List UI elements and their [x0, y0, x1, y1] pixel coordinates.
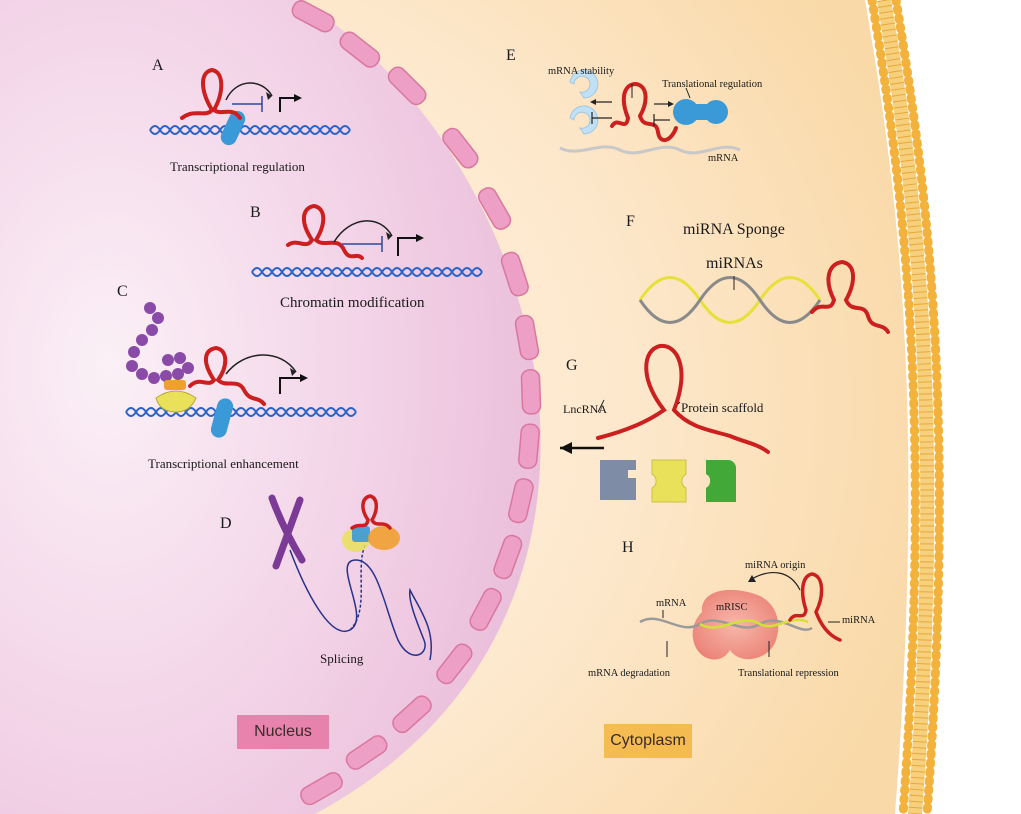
dna-helix-b — [251, 267, 483, 277]
dna-helix-c — [125, 407, 357, 417]
cytoplasm-label-box — [604, 724, 692, 758]
nucleus-label: Nucleus — [254, 723, 312, 740]
panel-b-caption: Chromatin modification — [280, 295, 425, 311]
yellow-protein — [155, 390, 197, 413]
pre-mrna-strand — [289, 549, 432, 661]
panel-b-letter: B — [250, 204, 261, 221]
chromatin-fiber — [126, 302, 194, 384]
panel-g-protein-scaffold: Protein scaffold — [681, 400, 764, 415]
lncrna-f — [810, 259, 890, 334]
chromosome — [268, 494, 306, 570]
lncrna-b — [286, 203, 364, 260]
panel-f-mirnas: miRNAs — [706, 255, 763, 272]
spliceosome — [342, 526, 400, 552]
panel-f-letter: F — [626, 213, 635, 230]
panel-h-graphic — [639, 572, 842, 660]
translational-protein — [673, 99, 728, 125]
panel-c-caption: Transcriptional enhancement — [148, 456, 299, 471]
mirna-duplex — [638, 276, 822, 324]
panel-a-graphic — [149, 67, 351, 146]
cell-membrane — [867, 0, 944, 814]
panel-e-mrna: mRNA — [708, 153, 739, 164]
panel-c-graphic — [125, 302, 357, 438]
lncrna-c — [188, 345, 266, 406]
panel-h-translational-repression: Translational repression — [738, 668, 839, 679]
panel-g-lncrna: LncRNA — [563, 402, 607, 416]
panel-e-mrna-stability: mRNA stability — [548, 66, 615, 77]
protein-yellow — [651, 459, 687, 503]
nuclear-envelope — [291, 0, 542, 806]
mrna-strand-e — [559, 145, 741, 155]
nucleus-label-box — [237, 715, 329, 749]
nucleus-area — [0, 0, 541, 814]
panel-h-mirna-origin: miRNA origin — [745, 560, 806, 571]
lncrna-h — [788, 572, 842, 642]
lncrna-d — [350, 494, 392, 530]
panel-h-mrisc: mRISC — [716, 602, 748, 613]
panel-h-mrna: mRNA — [656, 598, 687, 609]
panel-h-mirna: miRNA — [842, 615, 876, 626]
panel-g-letter: G — [566, 357, 578, 374]
mrna-mirna-duplex-h — [639, 617, 813, 631]
panel-d-letter: D — [220, 515, 232, 532]
lncrna-a — [180, 67, 242, 120]
protein-grey — [600, 460, 636, 500]
panel-b-graphic — [251, 203, 483, 277]
panel-g-graphic — [560, 343, 770, 503]
lncrna-e — [610, 81, 678, 143]
dna-helix-a — [149, 125, 351, 135]
panel-a-caption: Transcriptional regulation — [170, 159, 305, 174]
orange-protein — [164, 380, 186, 390]
panel-h-mrna-degradation: mRNA degradation — [588, 668, 670, 679]
panel-c-letter: C — [117, 283, 128, 300]
panel-f-graphic — [638, 259, 890, 334]
panel-a-letter: A — [152, 57, 164, 74]
panel-e-translational-regulation: Translational regulation — [662, 79, 763, 90]
transcription-factor-c — [210, 398, 234, 438]
panel-e-graphic — [559, 69, 741, 155]
panel-e-letter: E — [506, 47, 516, 64]
protein-green — [706, 460, 736, 502]
cytoplasm-label: Cytoplasm — [610, 732, 686, 749]
stability-protein — [569, 69, 599, 135]
panel-h-letter: H — [622, 539, 634, 556]
panel-f-title: miRNA Sponge — [683, 221, 785, 238]
lncrna-g — [596, 343, 770, 454]
panel-d-caption: Splicing — [320, 651, 364, 666]
panel-d-graphic — [268, 494, 432, 661]
